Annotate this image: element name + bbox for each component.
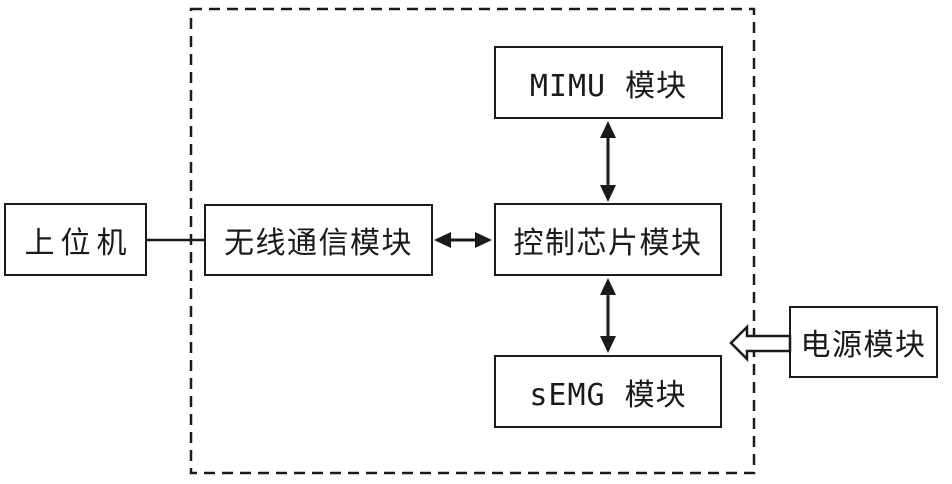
box-wireless-comm-module-label: 无线通信模块 — [224, 226, 413, 261]
mimu-control-arrow — [600, 121, 616, 202]
box-mimu-module: MIMU 模块 — [494, 46, 723, 119]
box-power-module: 电源模块 — [789, 306, 938, 378]
power-supply-arrow — [729, 323, 792, 363]
wireless-control-arrow — [434, 232, 492, 248]
box-semg-module-label: sEMG 模块 — [529, 377, 687, 413]
box-host-computer: 上位机 — [4, 203, 147, 276]
box-power-module-label: 电源模块 — [800, 328, 927, 363]
box-control-chip-module-label: 控制芯片模块 — [513, 225, 703, 261]
box-wireless-comm-module: 无线通信模块 — [204, 204, 433, 276]
box-mimu-module-label: MIMU 模块 — [529, 68, 688, 104]
box-semg-module: sEMG 模块 — [494, 355, 722, 428]
box-control-chip-module: 控制芯片模块 — [494, 203, 722, 276]
control-semg-arrow — [600, 278, 616, 353]
box-host-computer-label: 上位机 — [24, 225, 133, 261]
